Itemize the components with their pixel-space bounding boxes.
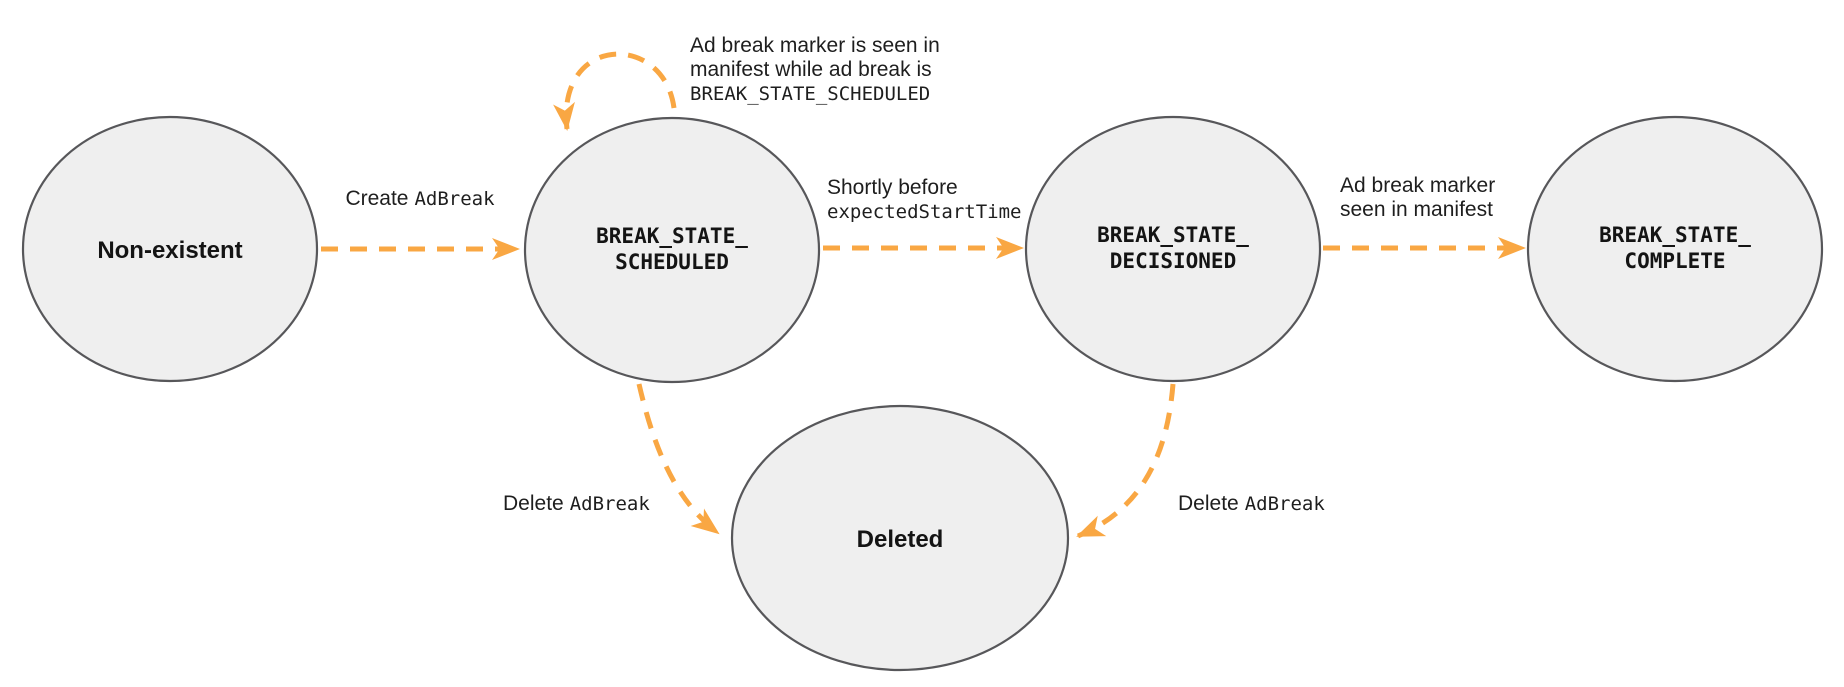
edge-label-self-loop-code: BREAK_STATE_SCHEDULED [690, 83, 930, 105]
state-label-complete-line1: BREAK_STATE_ [1599, 223, 1751, 247]
edge-delete-from-scheduled [636, 383, 720, 535]
edge-label-expected-start-time: expectedStartTime [827, 201, 1021, 223]
state-label-decisioned-line1: BREAK_STATE_ [1097, 223, 1249, 247]
edge-delete-from-decisioned [1076, 383, 1176, 539]
state-node-scheduled [523, 116, 821, 384]
state-label-deleted: Deleted [857, 526, 944, 553]
nodes: Non-existent BREAK_STATE_ SCHEDULED BREA… [21, 115, 1824, 672]
edge-self-loop-scheduled [553, 51, 677, 131]
state-label-scheduled-line1: BREAK_STATE_ [596, 224, 748, 248]
edge-label-marker-seen-line1: Ad break marker [1340, 174, 1495, 197]
edge-label-marker-seen-line2: seen in manifest [1340, 198, 1493, 221]
state-label-decisioned-line2: DECISIONED [1110, 249, 1236, 273]
state-node-complete [1526, 115, 1824, 383]
edge-label-self-loop-line2: manifest while ad break is [690, 58, 932, 81]
edge-label-self-loop-line1: Ad break marker is seen in [690, 34, 940, 57]
state-node-decisioned [1024, 115, 1322, 383]
state-label-complete-line2: COMPLETE [1624, 249, 1725, 273]
state-node-deleted [730, 404, 1070, 672]
state-label-non-existent: Non-existent [97, 237, 242, 264]
state-node-non-existent [21, 115, 319, 383]
edge-label-shortly-before: Shortly before [827, 176, 958, 199]
state-label-scheduled-line2: SCHEDULED [615, 250, 729, 274]
edges [321, 51, 1526, 539]
